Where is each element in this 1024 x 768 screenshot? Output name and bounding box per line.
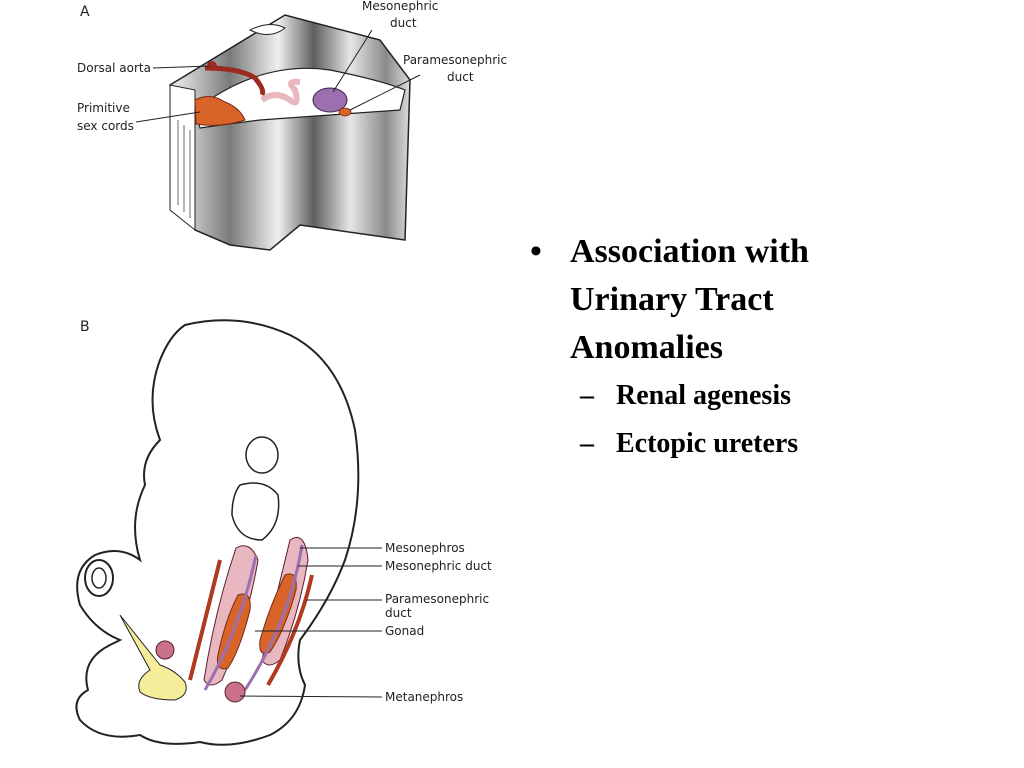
metanephros-left (155, 640, 175, 660)
label-paramesonephric-a-1: Paramesonephric (403, 53, 507, 67)
label-mesonephros: Mesonephros (385, 541, 465, 555)
mesonephric-duct-shape (312, 87, 348, 113)
embryology-figure: A Dorsal aorta Primitive sex cords Meson… (75, 0, 507, 746)
sub-item-ectopic-ureters: Ectopic ureters (616, 428, 799, 459)
embryology-illustration: A Dorsal aorta Primitive sex cords Meson… (75, 0, 507, 746)
paramesonephric-duct-left (188, 559, 222, 681)
panel-a-letter: A (80, 4, 90, 20)
label-dorsal-aorta: Dorsal aorta (77, 61, 151, 75)
label-metanephros: Metanephros (385, 690, 463, 704)
label-sex-cords: sex cords (77, 119, 134, 133)
label-paramesonephric-b-2: duct (385, 606, 412, 620)
umbilical-stump-inner (91, 567, 107, 589)
label-mesonephric-duct-b: Mesonephric duct (385, 559, 492, 573)
metanephros-right (224, 681, 246, 703)
sub-item: – Renal agenesis (580, 372, 1000, 420)
label-paramesonephric-b-1: Paramesonephric (385, 592, 489, 606)
mesonephric-duct-right (243, 544, 304, 691)
leader-metanephros (239, 695, 383, 698)
leader-mesonephric-a (332, 29, 373, 93)
bullet-item: • Association with Urinary Tract Anomali… (530, 228, 1000, 372)
leader-primitive-sex-cords (135, 111, 201, 123)
sub-item-renal-agenesis: Renal agenesis (616, 380, 791, 411)
primitive-sex-cords-shape (194, 96, 246, 126)
mesonephric-tubule-shape (260, 78, 301, 106)
sub-item-marker: – (580, 380, 594, 411)
label-primitive: Primitive (77, 101, 130, 115)
panel-b-letter: B (80, 319, 90, 335)
dorsal-aorta-dot (207, 61, 217, 71)
label-mesonephric-a-1: Mesonephric (362, 0, 438, 13)
label-gonad: Gonad (385, 624, 424, 638)
sub-item-marker: – (580, 428, 594, 459)
gonad-right (259, 573, 297, 654)
label-paramesonephric-a-2: duct (447, 70, 474, 84)
leader-dorsal-aorta (152, 65, 211, 69)
sub-item: – Ectopic ureters (580, 420, 1000, 468)
bullet-list: • Association with Urinary Tract Anomali… (530, 228, 1000, 468)
label-mesonephric-a-2: duct (390, 16, 417, 30)
paramesonephric-duct-shape (338, 107, 352, 117)
leader-paramesonephric-a (349, 74, 421, 111)
panel-a-cross-section (169, 14, 411, 251)
bullet-marker: • (530, 233, 542, 270)
paramesonephric-duct-right (266, 574, 314, 687)
dorsal-aorta-shape (204, 65, 266, 97)
bullet-heading: Association with Urinary Tract Anomalies (570, 233, 809, 366)
mesonephric-duct-left (203, 554, 258, 691)
bladder-shape (119, 614, 187, 701)
embryo-eye (245, 436, 279, 474)
embryo-limb-bud (231, 482, 280, 541)
